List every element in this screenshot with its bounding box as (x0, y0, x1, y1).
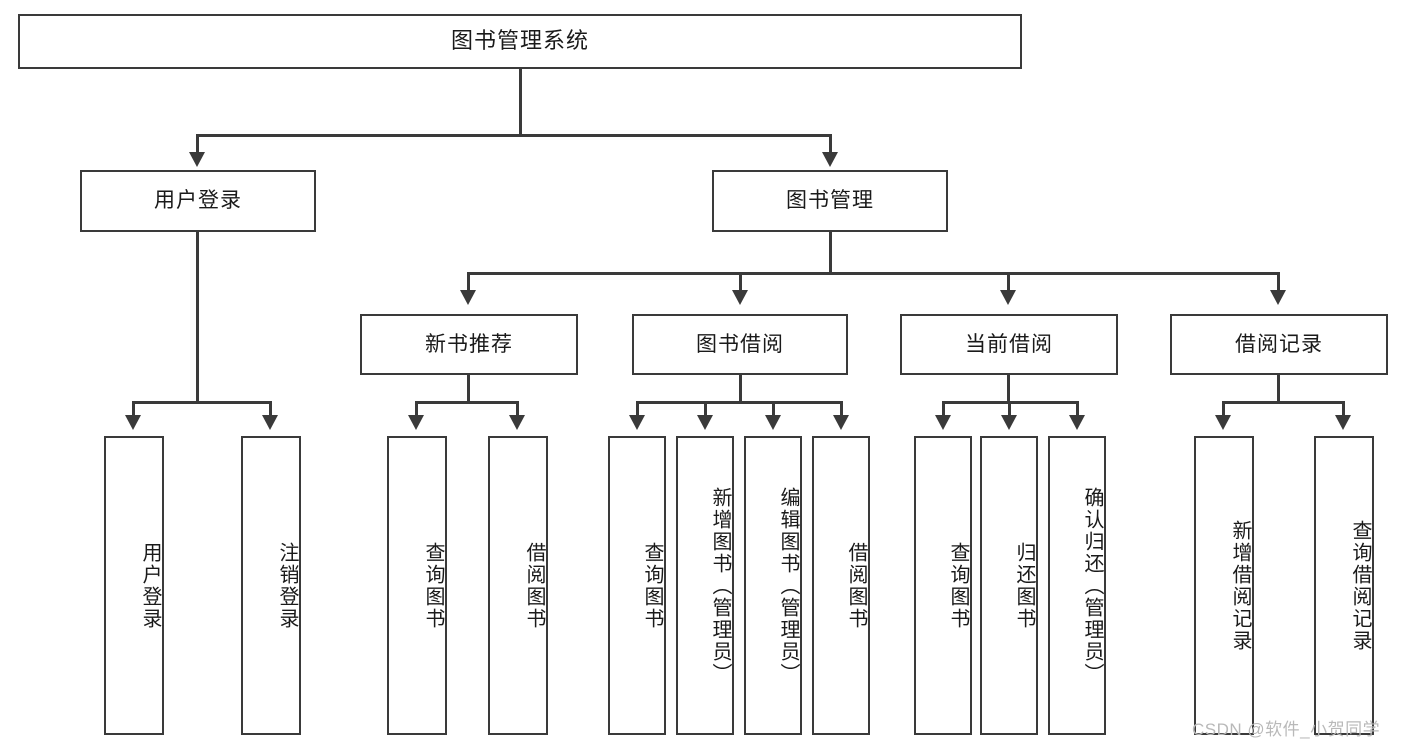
edge-book-management-stem (829, 232, 832, 274)
node-book-borrow[interactable]: 图书借阅 (632, 314, 848, 375)
node-leaf-borrow-book-1[interactable]: 借阅图书 (488, 436, 548, 735)
node-leaf-borrow-book-1-label: 借阅图书 (523, 541, 545, 630)
node-leaf-logout-login[interactable]: 注销登录 (241, 436, 301, 735)
edge-to-book-borrow (739, 272, 742, 292)
arrow-to-borrow-record (1270, 290, 1286, 305)
edge-user-login-stem (196, 232, 199, 404)
arrow-to-book-borrow (732, 290, 748, 305)
edge-to-current-borrow (1007, 272, 1010, 292)
edge-to-borrow-record (1277, 272, 1280, 292)
node-borrow-record[interactable]: 借阅记录 (1170, 314, 1388, 375)
arrow-leaf-borrow-book-1 (509, 415, 525, 430)
node-new-book-recommend[interactable]: 新书推荐 (360, 314, 578, 375)
node-leaf-query-book-2[interactable]: 查询图书 (608, 436, 666, 735)
edge-current-borrow-drop-2 (1008, 401, 1011, 417)
node-leaf-logout-login-label: 注销登录 (276, 541, 298, 630)
edge-current-borrow-drop-3 (1076, 401, 1079, 417)
node-leaf-query-record-label: 查询借阅记录 (1349, 519, 1371, 652)
arrow-leaf-query-book-3 (935, 415, 951, 430)
node-leaf-confirm-return-label: 确认归还（管理员） (1081, 486, 1103, 685)
arrow-leaf-confirm-return (1069, 415, 1085, 430)
edge-user-login-drop-1 (132, 401, 135, 417)
node-leaf-user-login[interactable]: 用户登录 (104, 436, 164, 735)
node-book-management[interactable]: 图书管理 (712, 170, 948, 232)
edge-book-borrow-stem (739, 375, 742, 403)
node-leaf-query-record[interactable]: 查询借阅记录 (1314, 436, 1374, 735)
edge-book-borrow-drop-1 (636, 401, 639, 417)
node-leaf-query-book-3[interactable]: 查询图书 (914, 436, 972, 735)
node-user-login[interactable]: 用户登录 (80, 170, 316, 232)
edge-book-borrow-drop-4 (840, 401, 843, 417)
arrow-leaf-edit-book (765, 415, 781, 430)
arrow-leaf-query-record (1335, 415, 1351, 430)
edge-borrow-record-drop-1 (1222, 401, 1225, 417)
node-borrow-record-label: 借阅记录 (1235, 332, 1323, 356)
arrow-to-book-management (822, 152, 838, 167)
node-leaf-add-book-label: 新增图书（管理员） (709, 486, 731, 685)
node-leaf-edit-book-label: 编辑图书（管理员） (777, 486, 799, 685)
arrow-leaf-user-login (125, 415, 141, 430)
node-leaf-return-book-label: 归还图书 (1013, 541, 1035, 630)
edge-book-borrow-bus (636, 401, 843, 404)
node-leaf-borrow-book-2-label: 借阅图书 (845, 541, 867, 630)
node-leaf-return-book[interactable]: 归还图书 (980, 436, 1038, 735)
node-leaf-add-record[interactable]: 新增借阅记录 (1194, 436, 1254, 735)
node-book-borrow-label: 图书借阅 (696, 332, 784, 356)
node-leaf-add-book[interactable]: 新增图书（管理员） (676, 436, 734, 735)
arrow-to-new-book-recommend (460, 290, 476, 305)
edge-borrow-record-stem (1277, 375, 1280, 403)
node-book-management-label: 图书管理 (786, 189, 874, 213)
node-new-book-recommend-label: 新书推荐 (425, 332, 513, 356)
edge-book-management-bus (467, 272, 1279, 275)
node-root-system[interactable]: 图书管理系统 (18, 14, 1022, 69)
edge-current-borrow-drop-1 (942, 401, 945, 417)
node-leaf-user-login-label: 用户登录 (139, 541, 161, 630)
arrow-leaf-logout-login (262, 415, 278, 430)
node-leaf-query-book-2-label: 查询图书 (641, 541, 663, 630)
arrow-leaf-query-book-1 (408, 415, 424, 430)
edge-root-stem (519, 68, 522, 136)
arrow-leaf-query-book-2 (629, 415, 645, 430)
node-leaf-query-book-1-label: 查询图书 (422, 541, 444, 630)
edge-book-borrow-drop-2 (704, 401, 707, 417)
edge-to-user-login (196, 134, 199, 154)
edge-new-book-drop-1 (415, 401, 418, 417)
edge-new-book-drop-2 (516, 401, 519, 417)
node-current-borrow-label: 当前借阅 (965, 332, 1053, 356)
edge-user-login-drop-2 (269, 401, 272, 417)
edge-borrow-record-bus (1222, 401, 1345, 404)
edge-root-bus (196, 134, 832, 137)
edge-current-borrow-stem (1007, 375, 1010, 403)
arrow-to-user-login (189, 152, 205, 167)
node-leaf-confirm-return[interactable]: 确认归还（管理员） (1048, 436, 1106, 735)
edge-borrow-record-drop-2 (1342, 401, 1345, 417)
node-leaf-borrow-book-2[interactable]: 借阅图书 (812, 436, 870, 735)
node-user-login-label: 用户登录 (154, 189, 242, 213)
edge-book-borrow-drop-3 (772, 401, 775, 417)
edge-to-book-management (829, 134, 832, 154)
edge-new-book-stem (467, 375, 470, 403)
arrow-leaf-add-book (697, 415, 713, 430)
watermark: CSDN @软件_小贺同学 (1192, 720, 1381, 739)
edge-new-book-bus (415, 401, 519, 404)
node-leaf-query-book-1[interactable]: 查询图书 (387, 436, 447, 735)
node-current-borrow[interactable]: 当前借阅 (900, 314, 1118, 375)
node-root-system-label: 图书管理系统 (450, 28, 589, 54)
edge-user-login-bus (132, 401, 271, 404)
node-leaf-query-book-3-label: 查询图书 (947, 541, 969, 630)
node-leaf-add-record-label: 新增借阅记录 (1229, 519, 1251, 652)
node-leaf-edit-book[interactable]: 编辑图书（管理员） (744, 436, 802, 735)
edge-to-new-book-recommend (467, 272, 470, 292)
arrow-leaf-add-record (1215, 415, 1231, 430)
arrow-to-current-borrow (1000, 290, 1016, 305)
arrow-leaf-borrow-book-2 (833, 415, 849, 430)
arrow-leaf-return-book (1001, 415, 1017, 430)
